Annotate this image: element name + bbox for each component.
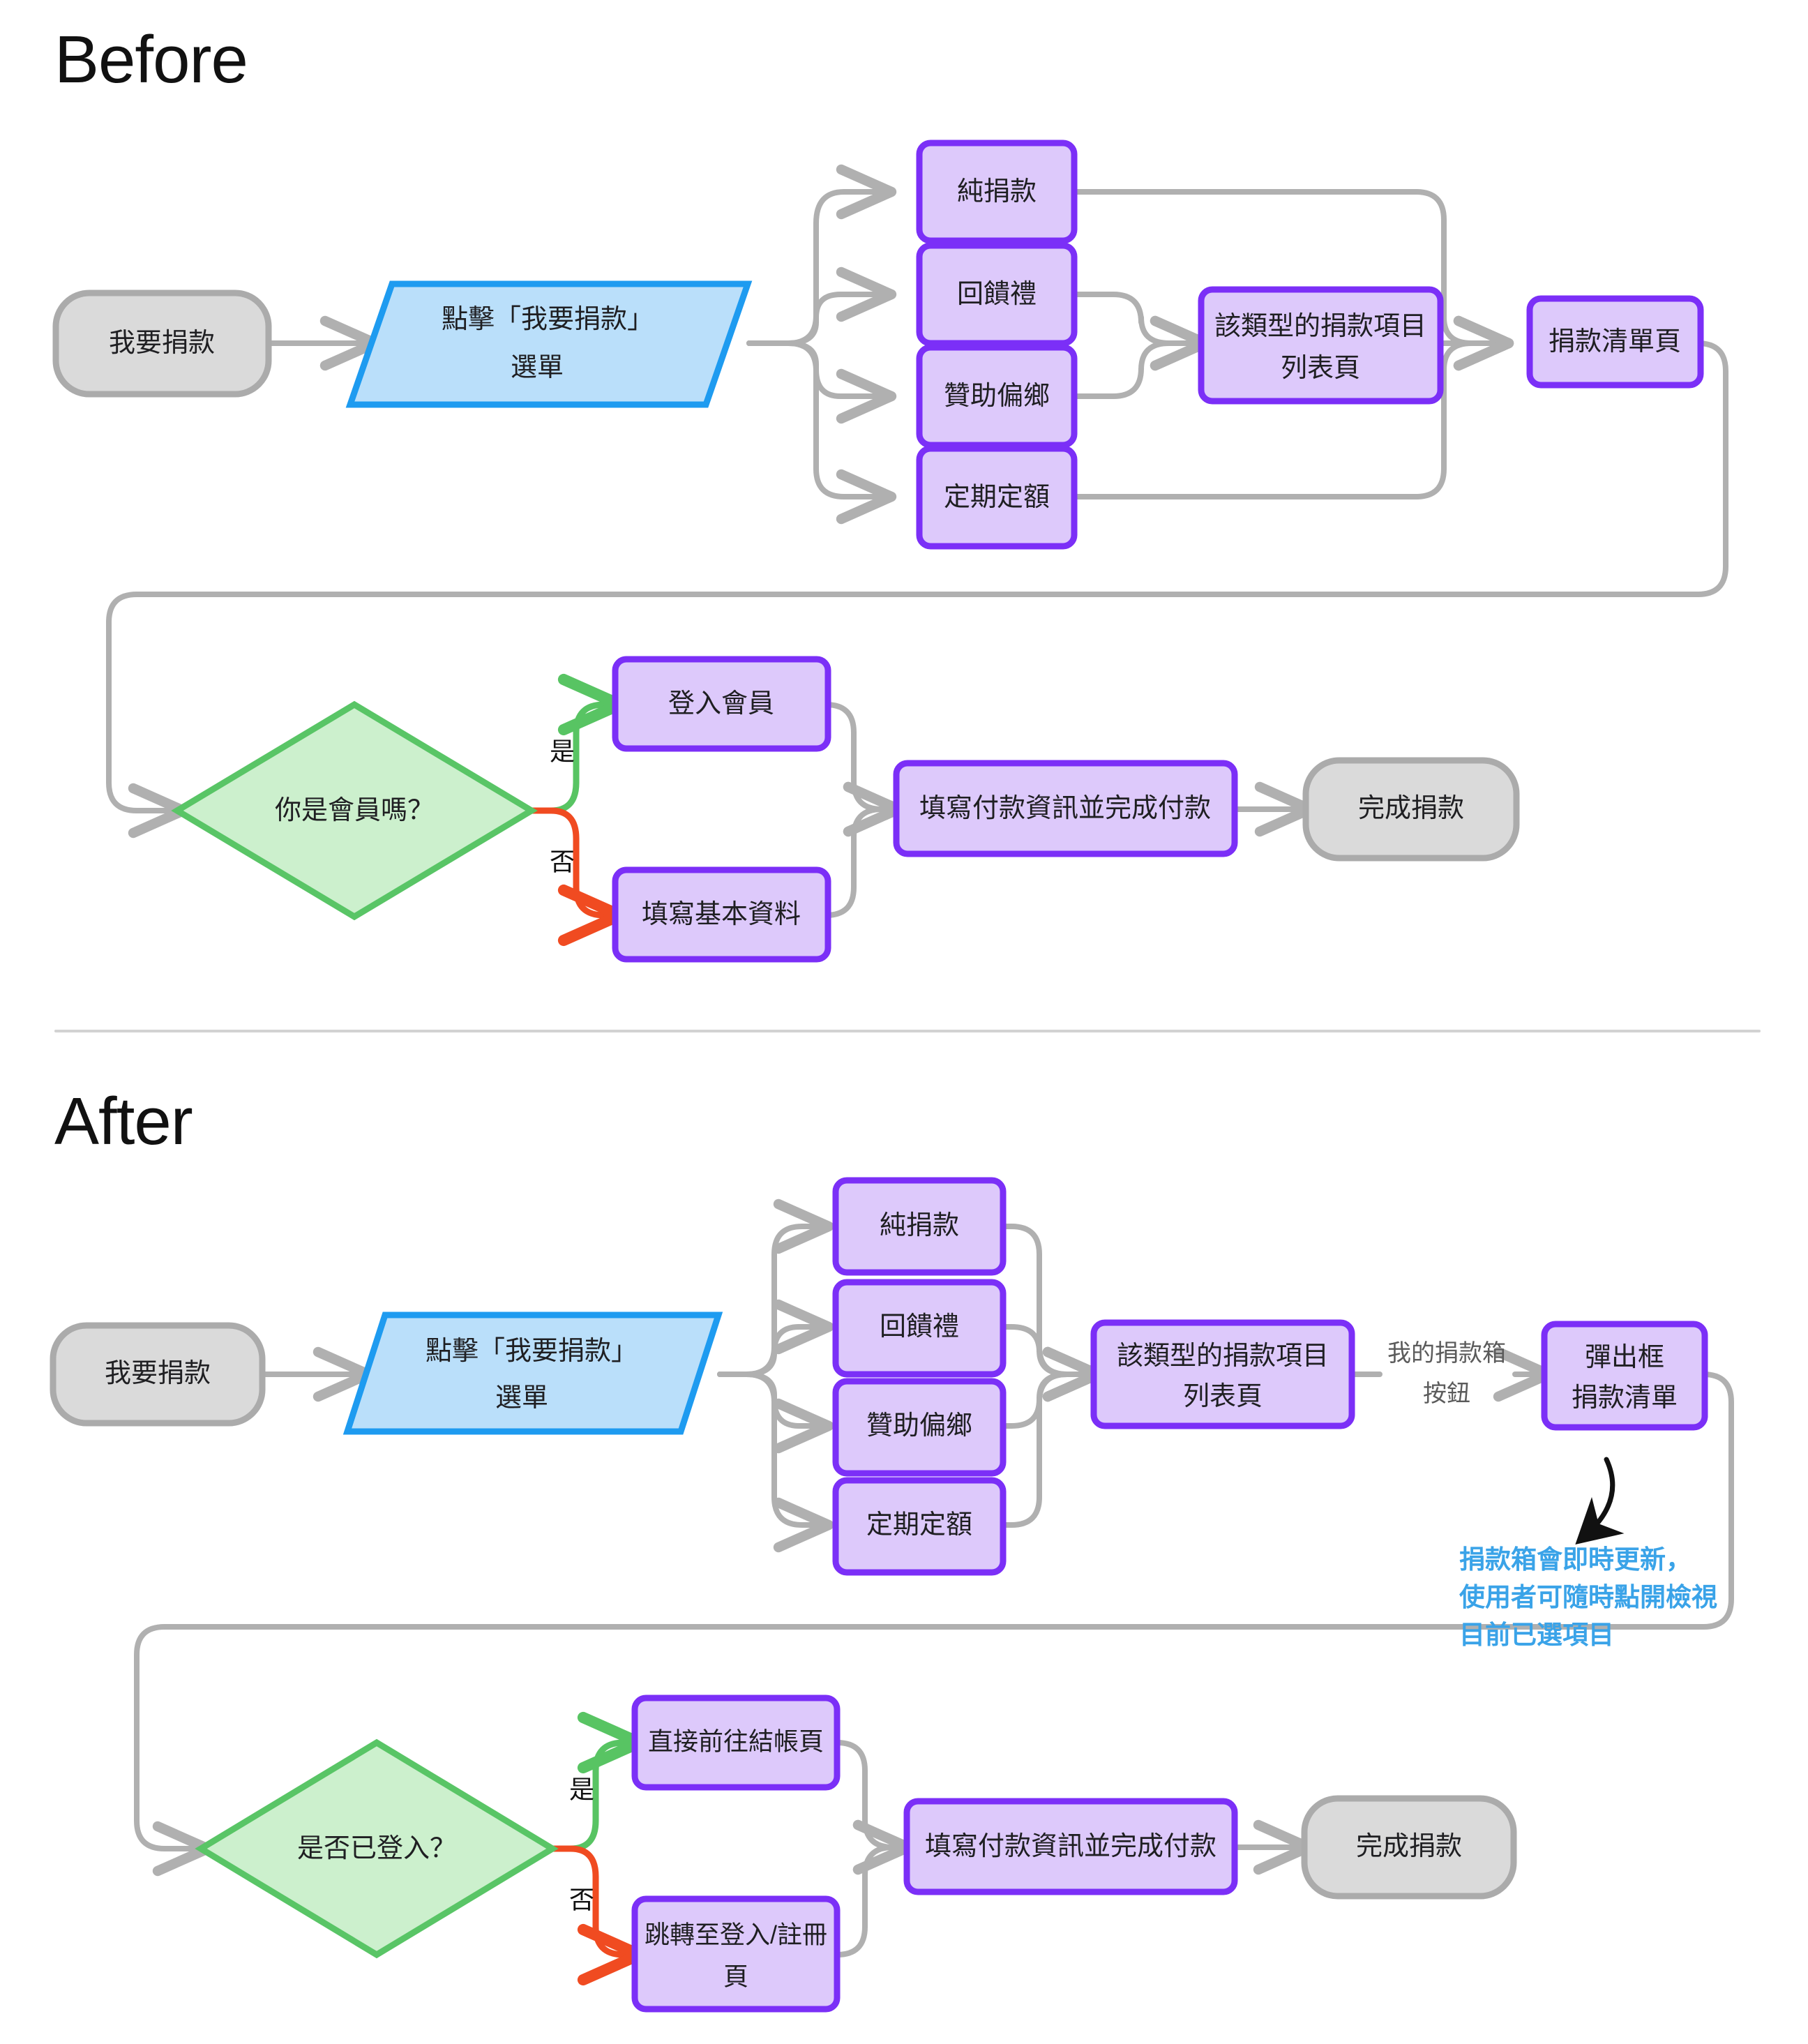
node-label: 我要捐款	[109, 329, 215, 358]
node-label: 填寫付款資訊並完成付款	[919, 794, 1211, 823]
node-label: 贊助偏鄉	[944, 382, 1050, 411]
edge-after-menu-to-recurring	[717, 1372, 834, 1553]
node-before-type-rural[interactable]: 贊助偏鄉	[916, 344, 1078, 449]
node-label: 直接前往結帳頁	[648, 1727, 824, 1756]
node-label: 純捐款	[957, 177, 1037, 206]
node-label: 贊助偏鄉	[866, 1411, 972, 1441]
node-after-redirect-login[interactable]: 跳轉至登入/註冊 頁	[631, 1895, 841, 2013]
node-before-login-member[interactable]: 登入會員	[612, 656, 831, 752]
node-after-type-rural[interactable]: 贊助偏鄉	[832, 1378, 1007, 1477]
edge-gift-to-listpage	[1071, 292, 1211, 371]
edge-after-redirect-to-payment	[834, 1819, 914, 1957]
node-before-donation-list-page[interactable]: 捐款清單頁	[1526, 295, 1704, 389]
before-edges	[106, 164, 1728, 947]
node-after-popup[interactable]: 彈出框 捐款清單	[1541, 1321, 1708, 1431]
node-after-direct-checkout[interactable]: 直接前往結帳頁	[631, 1694, 841, 1791]
edge-donationlist-to-decision	[106, 340, 1728, 839]
node-label: 回饋禮	[957, 280, 1037, 309]
edge-decision-no-fillinfo	[527, 807, 626, 947]
edge-popup-to-annotation	[1575, 1457, 1625, 1545]
node-after-start[interactable]: 我要捐款	[50, 1322, 266, 1427]
node-label: 定期定額	[866, 1510, 972, 1540]
node-label-line2: 列表頁	[1281, 354, 1360, 383]
edge-after-gift-to-listpage	[990, 1324, 1103, 1402]
node-after-payment[interactable]: 填寫付款資訊並完成付款	[903, 1798, 1238, 1895]
node-label-line1: 彈出框	[1585, 1343, 1664, 1372]
node-before-done[interactable]: 完成捐款	[1302, 757, 1520, 862]
annotation-line1: 捐款箱會即時更新，	[1459, 1545, 1692, 1574]
node-label: 定期定額	[944, 483, 1050, 512]
edge-rural-to-listpage	[1071, 315, 1211, 399]
section-divider	[54, 1030, 1761, 1032]
node-label-line2: 捐款清單	[1572, 1383, 1678, 1413]
node-before-fill-basic-info[interactable]: 填寫基本資料	[612, 866, 831, 963]
edge-login-to-payment	[823, 702, 904, 837]
node-label: 完成捐款	[1358, 794, 1464, 823]
node-label: 純捐款	[880, 1211, 959, 1240]
edge-menu-to-gift	[746, 266, 897, 346]
node-before-type-recurring[interactable]: 定期定額	[916, 445, 1078, 550]
edge-label-donation-box-line2: 按鈕	[1423, 1381, 1470, 1407]
node-after-type-pure[interactable]: 純捐款	[832, 1177, 1007, 1276]
after-nodes: 我要捐款 點擊「我要捐款」 選單 純捐款 回饋禮 贊助偏鄉 定期定額	[50, 1177, 1717, 2013]
branch-label-yes: 是	[569, 1775, 594, 1804]
node-label-line1: 點擊「我要捐款」	[442, 305, 654, 334]
node-label: 登入會員	[668, 689, 774, 719]
node-before-list-page[interactable]: 該類型的捐款項目 列表頁	[1198, 286, 1444, 405]
after-edges	[134, 1198, 1734, 1986]
node-after-type-recurring[interactable]: 定期定額	[832, 1477, 1007, 1576]
node-label: 捐款清單頁	[1549, 327, 1681, 356]
before-nodes: 我要捐款 點擊「我要捐款」 選單 純捐款 回饋禮 贊助偏鄉 定期定額	[52, 140, 1704, 963]
edge-menu-to-recurring	[746, 340, 897, 525]
node-label: 回饋禮	[880, 1312, 959, 1342]
node-label-line1: 該類型的捐款項目	[1117, 1342, 1329, 1371]
edge-after-popup-to-decision	[134, 1372, 1734, 1877]
node-before-start[interactable]: 我要捐款	[52, 290, 272, 398]
branch-label-no: 否	[569, 1886, 594, 1914]
annotation-line3: 目前已選項目	[1459, 1621, 1614, 1649]
node-label: 完成捐款	[1356, 1832, 1462, 1861]
edge-fillinfo-to-payment	[823, 781, 904, 918]
node-label-line2: 列表頁	[1183, 1382, 1263, 1411]
node-before-payment[interactable]: 填寫付款資訊並完成付款	[893, 760, 1238, 857]
node-label-line1: 跳轉至登入/註冊	[645, 1921, 827, 1949]
node-label-line2: 選單	[511, 353, 564, 382]
node-after-decision[interactable]: 是否已登入？	[195, 1738, 559, 1959]
branch-label-no: 否	[550, 848, 575, 876]
node-label-line2: 選單	[495, 1383, 548, 1413]
node-label: 是否已登入？	[297, 1834, 456, 1863]
node-after-click-menu[interactable]: 點擊「我要捐款」 選單	[342, 1312, 723, 1435]
node-after-type-gift[interactable]: 回饋禮	[832, 1279, 1007, 1378]
node-label: 你是會員嗎？	[275, 796, 434, 825]
node-label: 填寫基本資料	[642, 900, 801, 929]
node-before-type-gift[interactable]: 回饋禮	[916, 242, 1078, 347]
node-label-line1: 該類型的捐款項目	[1214, 312, 1426, 341]
edge-label-donation-box-line1: 我的捐款箱	[1387, 1340, 1506, 1367]
node-before-decision[interactable]: 你是會員嗎？	[171, 700, 538, 921]
branch-label-yes: 是	[550, 737, 575, 766]
edge-after-checkout-to-payment	[834, 1740, 914, 1875]
annotation-line2: 使用者可隨時點開檢視	[1459, 1583, 1717, 1611]
node-before-type-pure[interactable]: 純捐款	[916, 140, 1078, 244]
edge-after-pure-to-listpage	[990, 1224, 1103, 1402]
section-title-before: Before	[54, 22, 248, 97]
node-after-list-page[interactable]: 該類型的捐款項目 列表頁	[1090, 1319, 1355, 1429]
node-before-click-menu[interactable]: 點擊「我要捐款」 選單	[345, 280, 753, 408]
node-after-done[interactable]: 完成捐款	[1301, 1795, 1517, 1900]
node-label-line1: 點擊「我要捐款」	[425, 1337, 638, 1366]
section-title-after: After	[54, 1084, 193, 1159]
node-label: 我要捐款	[105, 1359, 211, 1388]
edge-after-decision-no	[548, 1845, 646, 1986]
node-label-line2: 頁	[723, 1962, 748, 1991]
edge-after-recurring-to-listpage	[990, 1346, 1103, 1528]
node-label: 填寫付款資訊並完成付款	[925, 1832, 1216, 1861]
